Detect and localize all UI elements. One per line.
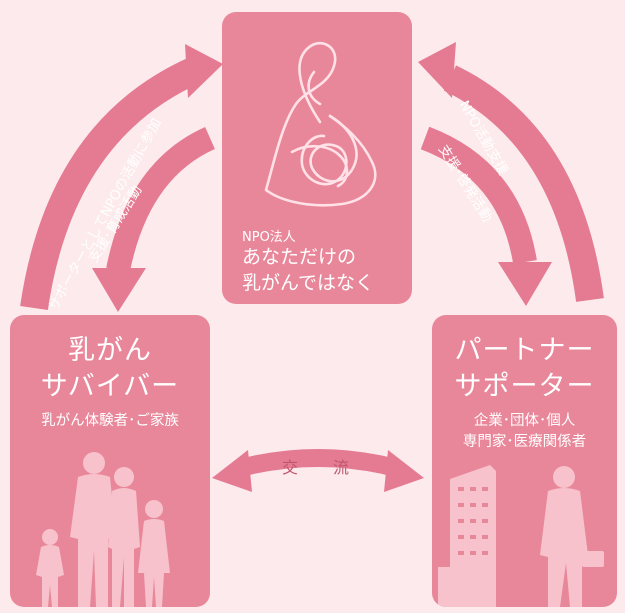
partner-subtitle-line2: 専門家･医療関係者 <box>462 434 587 450</box>
family-silhouette-icon <box>36 452 170 607</box>
npo-name-line2: 乳がんではなく <box>242 272 375 294</box>
ribbon-figure-logo-icon <box>264 41 377 207</box>
arrow-survivor-to-npo <box>20 44 223 311</box>
survivor-title-line1: 乳がん <box>68 335 152 366</box>
npo-name-line1: あなただけの <box>242 246 357 268</box>
npo-box: NPO法人 あなただけの 乳がんではなく <box>222 12 412 304</box>
survivor-box: 乳がん サバイバー 乳がん体験者･ご家族 <box>10 315 210 607</box>
arrow-npo-to-survivor <box>92 127 216 312</box>
npo-name: あなただけの 乳がんではなく <box>242 244 374 296</box>
survivor-subtitle: 乳がん体験者･ご家族 <box>41 413 179 429</box>
exchange-label-1: 交 <box>282 458 299 477</box>
partner-box: パートナー サポーター 企業･団体･個人 専門家･医療関係者 <box>432 315 617 607</box>
exchange-label-2: 流 <box>333 458 350 477</box>
building-businessman-silhouette-icon <box>438 465 604 607</box>
partner-title-line2: サポーター <box>454 371 595 402</box>
arrow-npo-to-partner <box>420 126 552 306</box>
survivor-title-line2: サバイバー <box>40 371 180 402</box>
partner-subtitle-line1: 企業･団体･個人 <box>473 413 576 429</box>
arrow-exchange <box>212 449 424 492</box>
npo-type-label: NPO法人 <box>242 230 296 245</box>
partner-title-line1: パートナー <box>454 335 595 366</box>
arrow-partner-to-npo <box>418 42 604 302</box>
